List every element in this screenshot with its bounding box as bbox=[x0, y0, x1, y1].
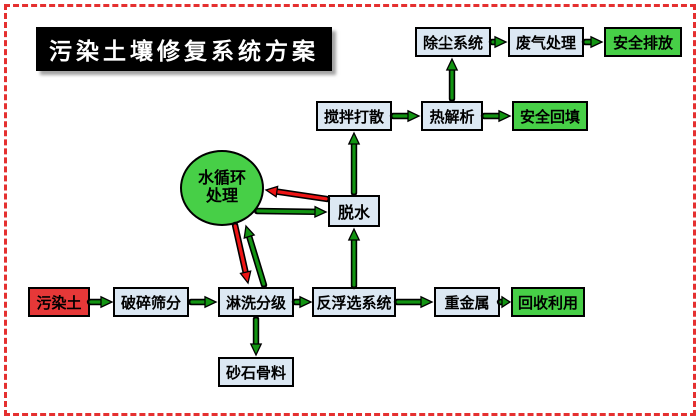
arrow-thermal-to-backfill bbox=[480, 109, 512, 123]
node-contaminated-soil: 污染土 bbox=[28, 287, 90, 317]
arrow-stir-to-thermal bbox=[389, 109, 421, 123]
diagram-title: 污染土壤修复系统方案 bbox=[36, 27, 332, 71]
node-thermal-desorption: 热解析 bbox=[421, 101, 483, 131]
arrow-water-cycle-to-dewatering bbox=[253, 205, 328, 219]
arrow-crushing-to-leaching bbox=[187, 295, 218, 309]
node-reverse-flotation: 反浮选系统 bbox=[312, 287, 396, 317]
arrow-water-cycle-to-leaching bbox=[231, 221, 252, 285]
arrow-leaching-to-aggregate bbox=[249, 315, 263, 357]
node-water-cycle-treatment: 水循环 处理 bbox=[180, 150, 264, 226]
node-water-cycle-line2: 处理 bbox=[205, 188, 238, 205]
arrow-flotation-to-heavy-metal bbox=[393, 295, 434, 309]
node-safe-discharge: 安全排放 bbox=[604, 27, 682, 57]
node-heavy-metal: 重金属 bbox=[434, 287, 500, 317]
arrow-thermal-to-dust bbox=[445, 57, 459, 103]
node-safe-backfill: 安全回填 bbox=[512, 101, 588, 131]
node-stir-disperse: 搅拌打散 bbox=[316, 101, 392, 131]
arrow-soil-to-crushing bbox=[86, 295, 114, 309]
arrow-waste-gas-to-discharge bbox=[581, 35, 604, 49]
arrow-dust-to-waste-gas bbox=[488, 35, 508, 49]
node-waste-gas-treatment: 废气处理 bbox=[508, 27, 584, 57]
node-sand-aggregate: 砂石骨料 bbox=[218, 357, 294, 387]
arrow-leaching-to-water-cycle bbox=[243, 224, 268, 289]
node-dewatering: 脱水 bbox=[328, 195, 380, 227]
node-leaching-grading: 淋洗分级 bbox=[218, 287, 294, 317]
node-crushing-screening: 破碎筛分 bbox=[113, 287, 189, 317]
node-water-cycle-line1: 水循环 bbox=[197, 169, 246, 187]
arrow-dewatering-to-water-cycle bbox=[264, 185, 331, 203]
arrow-dewatering-to-stir bbox=[347, 131, 361, 197]
arrow-flotation-to-dewatering bbox=[347, 227, 361, 290]
arrow-leaching-to-flotation bbox=[291, 295, 313, 309]
node-dust-removal: 除尘系统 bbox=[415, 27, 491, 57]
node-recycling: 回收利用 bbox=[511, 287, 585, 317]
arrow-heavy-metal-to-recycling bbox=[496, 295, 512, 309]
